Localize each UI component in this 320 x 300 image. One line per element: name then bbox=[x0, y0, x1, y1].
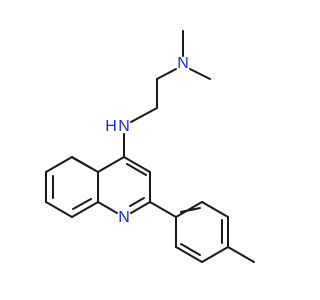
molecule-diagram: N N H N bbox=[45, 30, 255, 263]
bond-c2-aryl bbox=[149, 201, 177, 218]
atom-h-amine: H bbox=[105, 118, 117, 135]
bond-methyl-n-right bbox=[189, 68, 211, 80]
bond-aryl-2 bbox=[201, 201, 229, 218]
bond-c4a-c4 bbox=[97, 156, 125, 173]
bond-c8-c8a bbox=[71, 201, 99, 218]
bond-n1-c8a bbox=[97, 201, 118, 214]
atom-n-dimethyl: N bbox=[177, 55, 189, 72]
bond-c4-c3-inner bbox=[126, 163, 147, 176]
bond-aryl-1-inner bbox=[180, 207, 201, 213]
bond-c5-c6 bbox=[45, 156, 73, 173]
bond-layer bbox=[45, 30, 255, 263]
bond-aryl-methyl bbox=[227, 246, 255, 263]
bond-c4a-c5-inner bbox=[72, 157, 92, 169]
bond-c8-c8a-inner bbox=[72, 198, 92, 210]
bond-c2-n1 bbox=[130, 201, 151, 214]
bond-n-ch2 bbox=[156, 68, 177, 80]
bond-c4-c3 bbox=[123, 156, 151, 173]
atom-label-layer: N N H N bbox=[105, 55, 189, 226]
atom-n-amine: N bbox=[118, 118, 130, 135]
bond-ch2-nh bbox=[130, 107, 158, 123]
atom-n-ring: N bbox=[118, 209, 130, 226]
bond-aryl-5-inner bbox=[180, 243, 201, 256]
bond-c7-c8 bbox=[45, 201, 73, 218]
bond-aryl-4 bbox=[201, 246, 229, 263]
bond-aryl-5 bbox=[175, 246, 203, 263]
bond-c2-n1-inner bbox=[129, 197, 145, 207]
